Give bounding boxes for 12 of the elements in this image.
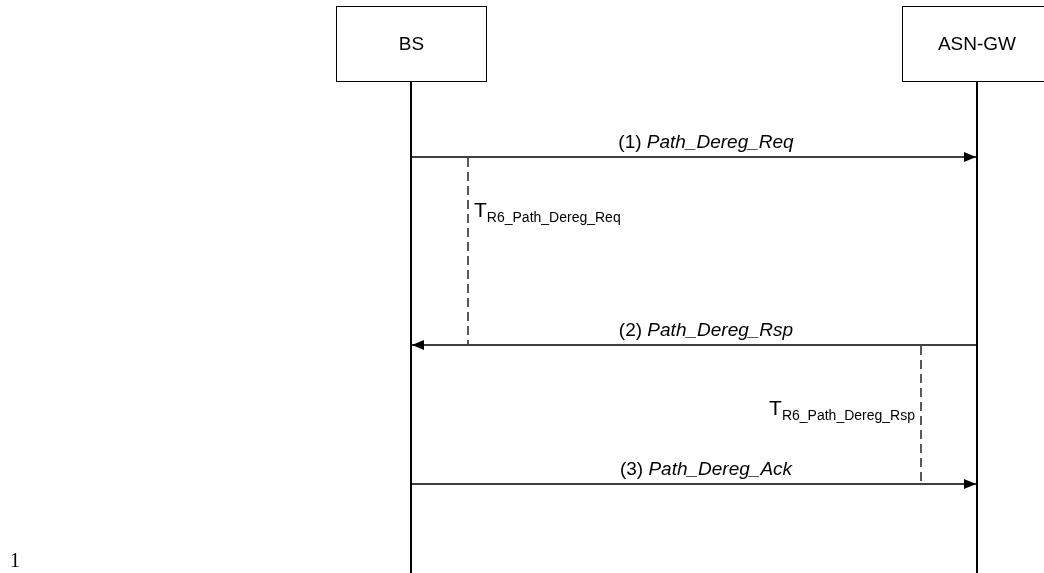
timer-label: T$_{R6_Path_Dereg_Req}$ <box>474 198 621 227</box>
message-arrow <box>411 479 977 489</box>
participant-box <box>336 6 487 82</box>
participant-name: BS <box>398 33 425 55</box>
timer-label: T$_{R6_Path_Dereg_Rsp}$ <box>769 396 915 425</box>
lifeline <box>409 82 413 573</box>
participant-box <box>902 6 1044 82</box>
message-arrow <box>411 340 977 350</box>
page-number: 1 <box>10 548 20 572</box>
message-arrow <box>411 152 977 162</box>
participant-name: ASN-GW <box>937 33 1017 55</box>
lifeline <box>975 82 979 573</box>
